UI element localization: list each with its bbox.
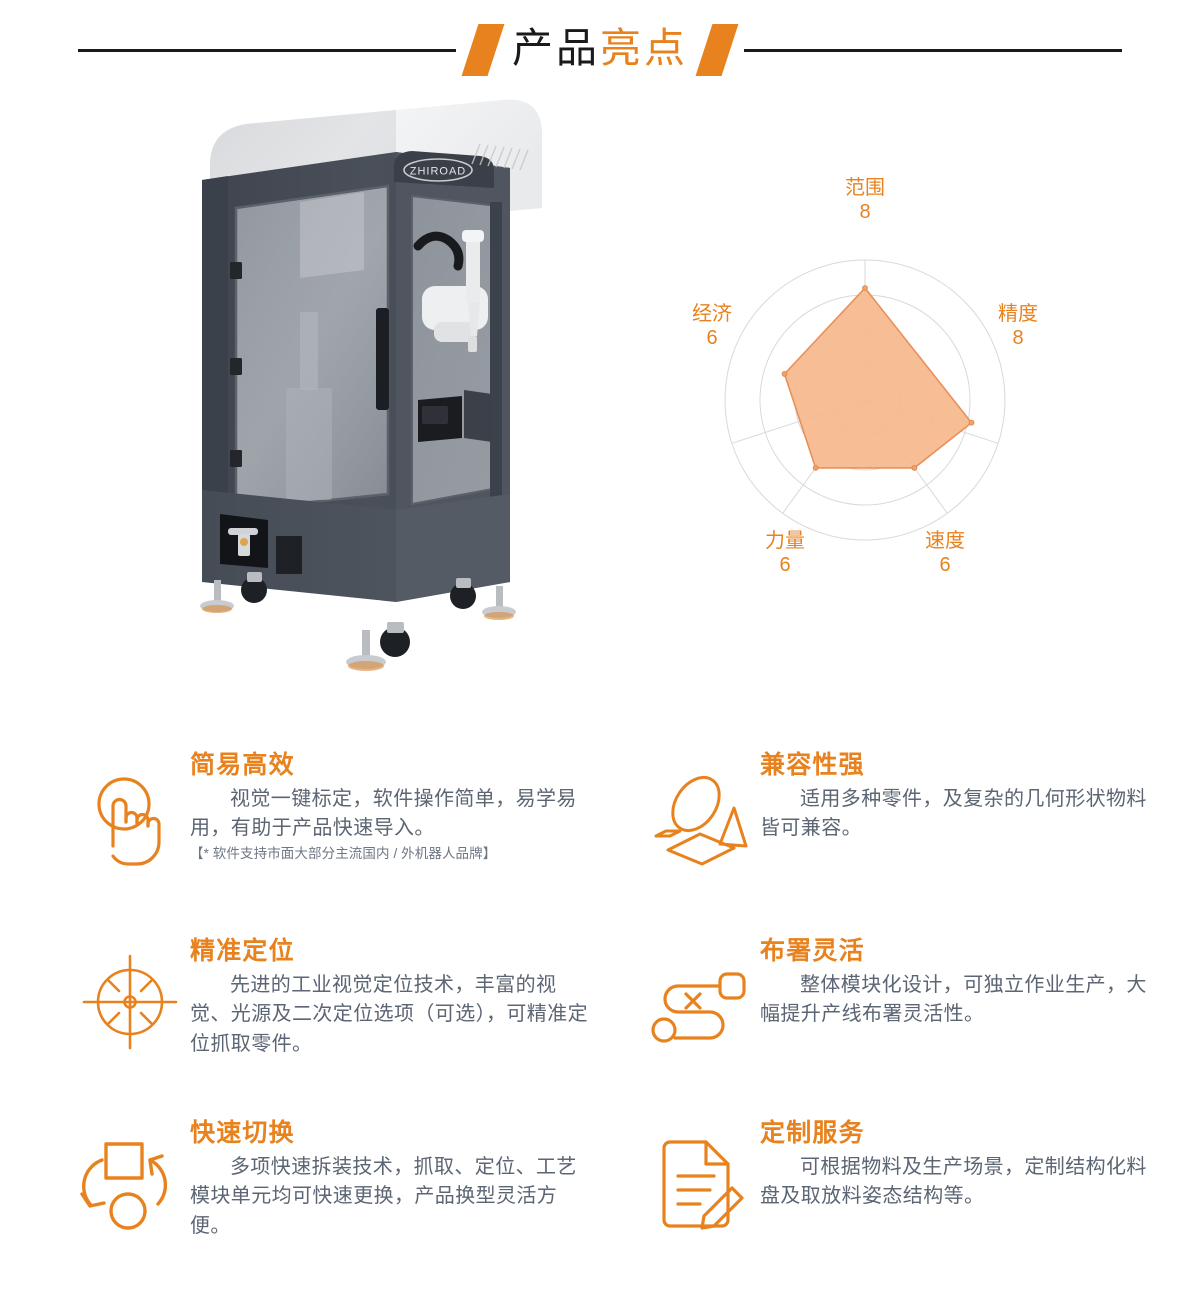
routing-path-icon	[648, 950, 752, 1054]
feature-text: 定制服务 可根据物料及生产场景，定制结构化料盘及取放料姿态结构等。	[760, 1116, 1148, 1212]
feature-footnote: 【* 软件支持市面大部分主流国内 / 外机器人品牌】	[190, 845, 497, 861]
feature-precise-positioning: 精准定位 先进的工业视觉定位技术，丰富的视觉、光源及二次定位选项（可选），可精准…	[78, 934, 588, 1059]
feature-description: 多项快速拆装技术，抓取、定位、工艺模块单元均可快速更换，产品换型灵活方便。	[190, 1156, 577, 1237]
feature-text: 布署灵活 整体模块化设计，可独立作业生产，大幅提升产线布署灵活性。	[760, 934, 1148, 1030]
swap-cycle-icon	[78, 1132, 182, 1236]
machine-feet	[200, 572, 516, 671]
radar-label-sudu: 速度 6	[905, 530, 985, 577]
feature-easy-efficient: 简易高效 视觉一键标定，软件操作简单，易学易用，有助于产品快速导入。 【* 软件…	[78, 748, 588, 866]
feature-strong-compatibility: 兼容性强 适用多种零件，及复杂的几何形状物料皆可兼容。	[648, 748, 1148, 866]
radar-data-polygon	[783, 286, 973, 469]
document-pencil-icon	[648, 1132, 752, 1236]
page-header: 产品亮点	[0, 0, 1200, 100]
crosshair-target-icon	[78, 950, 182, 1054]
page-title-accent: 亮点	[600, 25, 688, 71]
hand-touch-icon	[78, 764, 182, 868]
page-title: 产品亮点	[512, 28, 688, 72]
brand-badge: ZHIROAD	[394, 151, 494, 188]
radar-data-points	[781, 285, 975, 471]
feature-title: 精准定位	[190, 937, 295, 965]
slash-icon-right	[695, 24, 739, 76]
feature-text: 精准定位 先进的工业视觉定位技术，丰富的视觉、光源及二次定位选项（可选），可精准…	[190, 934, 588, 1059]
radar-label-value: 8	[859, 200, 871, 223]
radar-label-name: 精度	[998, 303, 1038, 325]
radar-label-name: 力量	[765, 530, 805, 552]
feature-grid: 简易高效 视觉一键标定，软件操作简单，易学易用，有助于产品快速导入。 【* 软件…	[0, 748, 1200, 1293]
feature-title: 兼容性强	[760, 751, 865, 779]
radar-label-fanwei: 范围 8	[825, 177, 905, 224]
radar-label-value: 8	[1012, 326, 1024, 349]
radar-label-value: 6	[779, 553, 791, 576]
machine-illustration: ZHIROAD	[200, 99, 542, 671]
feature-text: 兼容性强 适用多种零件，及复杂的几何形状物料皆可兼容。	[760, 748, 1148, 844]
header-rule-left	[78, 48, 456, 52]
feature-description: 可根据物料及生产场景，定制结构化料盘及取放料姿态结构等。	[760, 1156, 1147, 1208]
feature-description: 先进的工业视觉定位技术，丰富的视觉、光源及二次定位选项（可选），可精准定位抓取零…	[190, 974, 588, 1055]
radar-label-jingji: 经济 6	[672, 303, 752, 350]
feature-description: 整体模块化设计，可独立作业生产，大幅提升产线布署灵活性。	[760, 974, 1147, 1026]
radar-label-liliang: 力量 6	[745, 530, 825, 577]
slash-icon-left	[461, 24, 505, 76]
product-machine-image: ZHIROAD	[150, 90, 610, 740]
page-title-dark: 产品	[512, 25, 600, 71]
capability-radar-chart: 范围 8 精度 8 速度 6 力量 6 经济 6	[690, 177, 1040, 577]
feature-description: 适用多种零件，及复杂的几何形状物料皆可兼容。	[760, 788, 1147, 840]
radar-label-name: 速度	[925, 530, 965, 552]
hero-section: ZHIROAD	[0, 85, 1200, 750]
radar-svg	[724, 259, 1006, 541]
radar-label-jingdu: 精度 8	[978, 303, 1058, 350]
feature-text: 简易高效 视觉一键标定，软件操作简单，易学易用，有助于产品快速导入。 【* 软件…	[190, 748, 588, 864]
feature-title: 布署灵活	[760, 937, 865, 965]
feature-flexible-deployment: 布署灵活 整体模块化设计，可独立作业生产，大幅提升产线布署灵活性。	[648, 934, 1148, 1043]
feature-description: 视觉一键标定，软件操作简单，易学易用，有助于产品快速导入。	[190, 788, 577, 840]
radar-label-value: 6	[939, 553, 951, 576]
feature-title: 快速切换	[190, 1119, 295, 1147]
feature-custom-service: 定制服务 可根据物料及生产场景，定制结构化料盘及取放料姿态结构等。	[648, 1116, 1148, 1230]
radar-label-name: 经济	[692, 303, 732, 325]
radar-label-value: 6	[706, 326, 718, 349]
header-rule-right	[744, 48, 1122, 52]
feature-title: 简易高效	[190, 751, 295, 779]
feature-quick-changeover: 快速切换 多项快速拆装技术，抓取、定位、工艺模块单元均可快速更换，产品换型灵活方…	[78, 1116, 588, 1241]
geometric-shapes-icon	[648, 764, 752, 868]
svg-text:ZHIROAD: ZHIROAD	[410, 166, 467, 178]
radar-label-name: 范围	[845, 177, 885, 199]
feature-title: 定制服务	[760, 1119, 865, 1147]
feature-text: 快速切换 多项快速拆装技术，抓取、定位、工艺模块单元均可快速更换，产品换型灵活方…	[190, 1116, 588, 1241]
